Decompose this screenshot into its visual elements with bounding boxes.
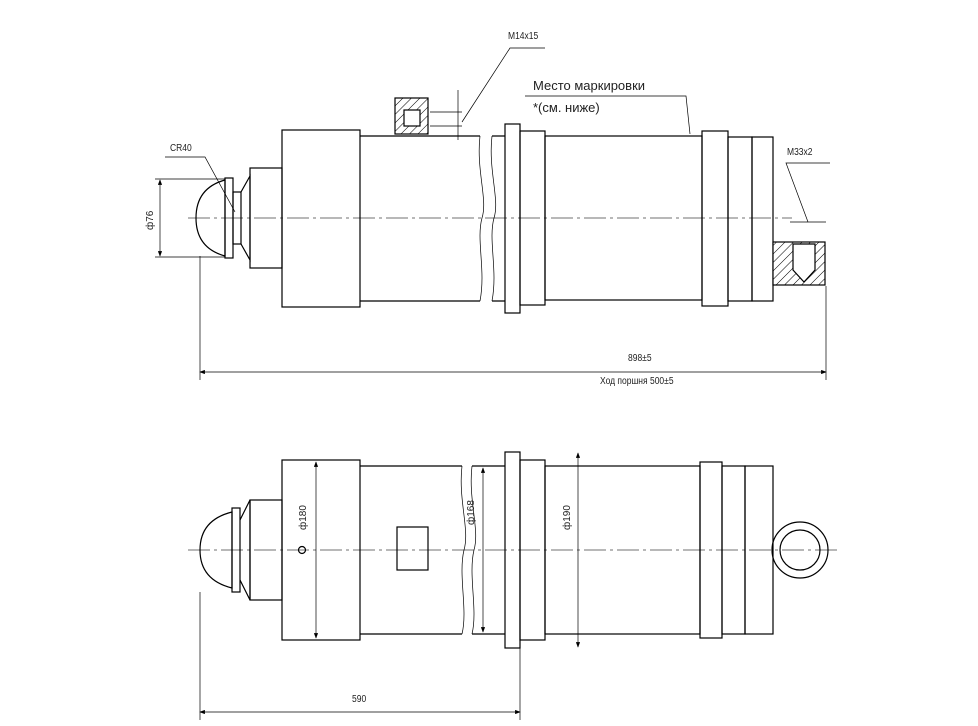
label-flange-diameter: ф190 [562,505,573,530]
mounting-eye-bore [779,529,821,571]
label-length-590: 590 [352,694,367,705]
cylinder-head [281,459,361,641]
label-piston-stroke: Ход поршня 500±5 [600,376,674,387]
label-sphere-diameter: ф76 [145,210,156,230]
break-line-1 [460,465,467,635]
ext-lines-590 [199,592,521,720]
mounting-eye [771,521,829,579]
label-m14x15: M14x15 [508,31,539,42]
ext-lines-length [199,256,827,380]
cylinder-head [281,129,361,308]
leader-marking [525,95,691,135]
top-port-block [396,526,429,571]
flange-ring [504,123,521,314]
leader-sphere-radius [165,156,236,213]
break-line-2 [470,465,477,635]
end-cap-2 [744,465,774,635]
rod-neck [232,191,242,245]
end-ring [701,130,729,307]
barrel-stub [472,465,505,635]
leader-m14 [461,47,545,123]
label-marking-note: *(см. ниже) [533,100,600,115]
top-port-bore [403,109,421,127]
bottom-view [188,451,840,720]
sphere-cap [195,179,226,257]
ext-lines [155,178,225,258]
barrel-stub [492,135,505,302]
label-sphere-radius: СR40 [170,143,192,154]
top-view [155,47,830,380]
break-line-1 [478,135,485,302]
label-head-diameter: ф180 [298,505,309,530]
rod-flange [231,507,241,593]
label-overall-length: 898±5 [628,353,652,364]
barrel-part1 [360,465,462,635]
end-cap-2 [751,136,774,302]
port-hole [297,545,307,555]
barrel-part1 [360,135,480,302]
end-cap-1 [727,136,753,302]
end-port-bore [792,243,816,283]
break-line-2 [490,135,497,302]
dim-m14 [430,90,462,140]
label-body-diameter: ф168 [466,500,477,525]
sphere-cap [199,511,233,589]
label-m33x2: M33x2 [787,147,813,158]
label-marking-place: Место маркировки [533,78,646,93]
leader-m33 [785,162,830,223]
